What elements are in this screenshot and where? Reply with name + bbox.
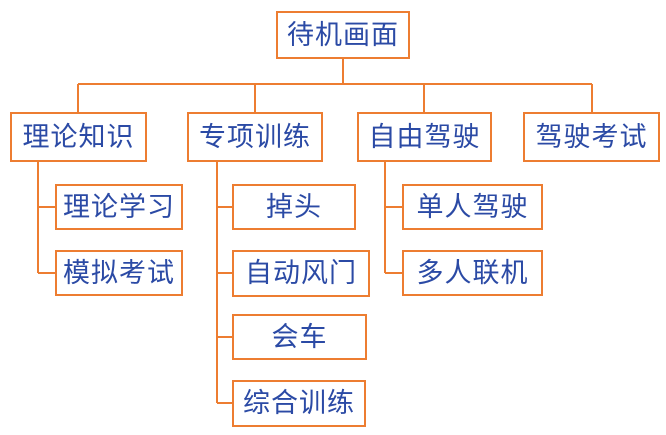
node-u-turn: 掉头: [232, 184, 356, 230]
node-comprehensive-training: 综合训练: [232, 380, 366, 427]
node-auto-throttle: 自动风门: [232, 250, 370, 297]
node-single-player-driving: 单人驾驶: [402, 184, 543, 230]
node-theory-study: 理论学习: [55, 184, 183, 230]
node-multiplayer-online: 多人联机: [402, 250, 543, 296]
node-driving-exam: 驾驶考试: [523, 112, 660, 162]
node-theory-knowledge: 理论知识: [10, 112, 147, 162]
node-mock-exam: 模拟考试: [55, 250, 183, 296]
node-free-driving: 自由驾驶: [357, 112, 492, 162]
node-meeting-vehicles: 会车: [232, 314, 367, 360]
node-standby-screen: 待机画面: [276, 11, 410, 59]
node-special-training: 专项训练: [187, 112, 323, 162]
